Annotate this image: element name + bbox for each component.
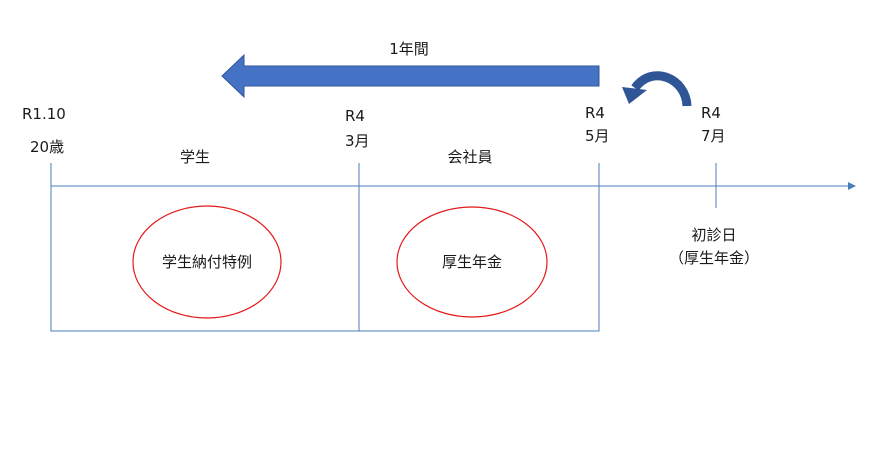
arrow-label: 1年間 bbox=[389, 40, 429, 58]
student-status-ellipse bbox=[132, 205, 282, 319]
curved-return-arrow bbox=[631, 71, 692, 107]
m2-month-label: 5月 bbox=[585, 127, 610, 145]
employee-period-label: 会社員 bbox=[447, 148, 493, 166]
m1-month-label: 3月 bbox=[345, 132, 370, 150]
start-age-label: 20歳 bbox=[30, 138, 65, 156]
employee-period-box bbox=[358, 185, 600, 332]
employee-status-ellipse bbox=[396, 206, 548, 318]
m1-year-label: R4 bbox=[345, 107, 365, 125]
m3-year-label: R4 bbox=[701, 104, 721, 122]
employee-status-label: 厚生年金 bbox=[441, 253, 503, 271]
student-status-label: 学生納付特例 bbox=[161, 253, 253, 271]
first-visit-label: 初診日 bbox=[691, 226, 737, 244]
student-period-label: 学生 bbox=[179, 148, 211, 166]
one-year-arrow bbox=[221, 53, 600, 99]
m2-year-label: R4 bbox=[585, 104, 605, 122]
curved-arrow-head bbox=[622, 87, 647, 104]
start-date-label: R1.10 bbox=[22, 105, 66, 123]
first-visit-note: （厚生年金） bbox=[668, 249, 760, 267]
m3-month-label: 7月 bbox=[701, 127, 726, 145]
